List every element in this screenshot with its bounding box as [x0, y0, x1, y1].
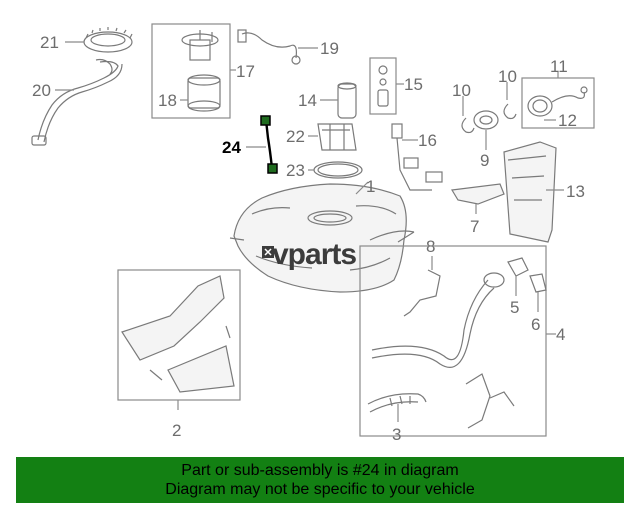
callout-17[interactable]: 17	[236, 62, 255, 81]
callout-22[interactable]: 22	[286, 127, 305, 146]
callout-9[interactable]: 9	[480, 151, 489, 170]
part-20-hose[interactable]	[31, 58, 123, 146]
part-17-fuel-pump-module[interactable]	[181, 30, 219, 61]
box-assembly-17	[151, 23, 231, 119]
callout-2[interactable]: 2	[172, 421, 181, 440]
part-22-pump-bracket[interactable]	[317, 123, 357, 151]
callout-3[interactable]: 3	[392, 425, 401, 444]
banner-line-1: Part or sub-assembly is #24 in diagram	[181, 462, 459, 479]
callout-10b[interactable]: 10	[498, 67, 517, 86]
callout-6[interactable]: 6	[531, 315, 540, 334]
part-12-fuel-cap[interactable]	[527, 86, 588, 117]
callout-5[interactable]: 5	[510, 298, 519, 317]
callout-23[interactable]: 23	[286, 161, 305, 180]
box-assembly-4	[359, 245, 547, 437]
part-10-clamp-right[interactable]	[503, 103, 517, 120]
callout-12[interactable]: 12	[558, 111, 577, 130]
callout-10a[interactable]: 10	[452, 81, 471, 100]
part-10-clamp-left[interactable]	[461, 117, 475, 134]
callout-15[interactable]: 15	[404, 75, 423, 94]
box-assembly-15	[369, 57, 397, 115]
part-15-regulator[interactable]	[377, 65, 389, 107]
part-9-filler-neck-seal[interactable]	[473, 110, 499, 130]
part-8-strap[interactable]	[403, 269, 441, 317]
callout-19[interactable]: 19	[320, 39, 339, 58]
part-3-hose[interactable]	[367, 393, 427, 413]
callout-18[interactable]: 18	[158, 91, 177, 110]
callout-20[interactable]: 20	[32, 81, 51, 100]
part-18-fuel-filter[interactable]	[187, 74, 221, 112]
callout-11[interactable]: 11	[550, 57, 568, 76]
logo-text: vparts	[272, 238, 356, 271]
callout-21[interactable]: 21	[40, 33, 59, 52]
part-16-fuel-gauge-sender[interactable]	[391, 123, 443, 191]
part-19-wire-harness[interactable]	[237, 29, 301, 65]
part-5-clip[interactable]	[507, 257, 529, 277]
callout-24[interactable]: 24	[222, 138, 241, 157]
part-7-bracket[interactable]	[451, 183, 505, 205]
part-21-lock-ring[interactable]	[83, 27, 133, 53]
vparts-logo: vparts	[262, 238, 357, 271]
callout-13[interactable]: 13	[566, 182, 585, 201]
part-1-fuel-tank[interactable]	[229, 183, 415, 293]
callout-4[interactable]: 4	[556, 325, 565, 344]
part-2-tank-guard[interactable]	[121, 275, 235, 393]
part-6-clip[interactable]	[529, 273, 547, 293]
part-14-filter-cartridge[interactable]	[337, 82, 357, 119]
banner-line-2: Diagram may not be specific to your vehi…	[165, 481, 475, 498]
part-4-filler-pipe[interactable]	[371, 272, 515, 429]
callout-14[interactable]: 14	[298, 91, 317, 110]
fuel-system-diagram: 21 20 17 18 19 14	[31, 23, 595, 444]
callout-1[interactable]: 1	[366, 177, 375, 196]
info-banner: Part or sub-assembly is #24 in diagram D…	[16, 457, 624, 503]
part-24-highlighted-wire[interactable]	[260, 115, 278, 174]
part-13-heat-shield[interactable]	[503, 141, 557, 243]
callout-16[interactable]: 16	[418, 131, 437, 150]
box-assembly-2	[117, 269, 241, 401]
leader-1	[355, 181, 369, 195]
callout-7[interactable]: 7	[470, 217, 479, 236]
part-23-gasket[interactable]	[313, 161, 363, 179]
